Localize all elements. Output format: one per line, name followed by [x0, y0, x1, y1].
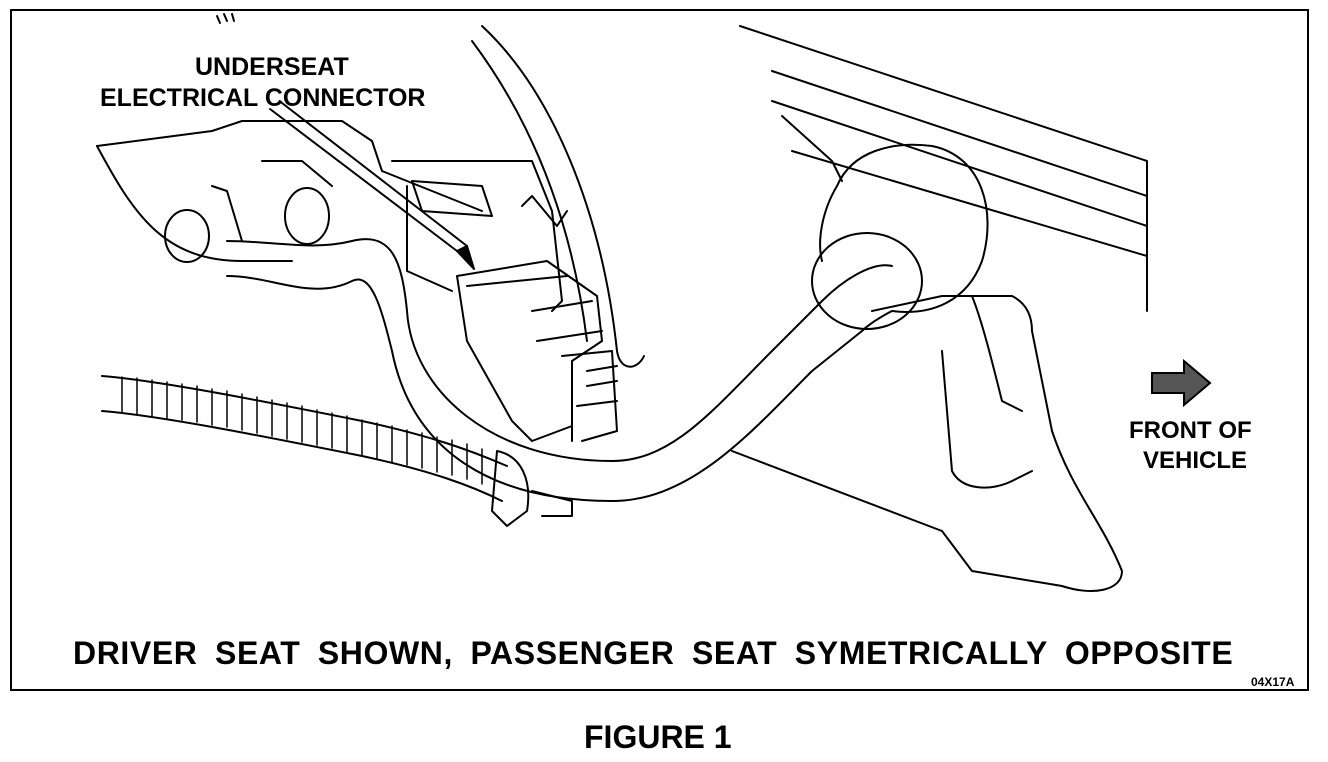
seat-underside-illustration [96, 13, 1212, 592]
drawing-code: 04X17A [1251, 675, 1295, 689]
callout-label-line-2: ELECTRICAL CONNECTOR [100, 84, 426, 112]
conduit-ribs [121, 376, 483, 485]
seat-frame-tube [226, 238, 893, 462]
callout-label-line-1: UNDERSEAT [195, 53, 349, 81]
figure-title: FIGURE 1 [584, 719, 732, 755]
electrical-connector [456, 260, 603, 442]
seat-lower-panel [731, 295, 1123, 592]
front-direction-arrow [1151, 358, 1212, 408]
callout-leader-line [269, 102, 468, 252]
conduit-clip [491, 450, 530, 527]
seat-track-rail [739, 25, 1148, 312]
seat-side-shell [481, 25, 645, 368]
tube-end-cap [811, 232, 923, 330]
bolt-head-left [164, 209, 210, 263]
direction-label-line-2: VEHICLE [1143, 447, 1248, 474]
connector-bracket [391, 160, 563, 312]
bolt-head-right [284, 187, 330, 245]
diagram-caption: DRIVER SEAT SHOWN, PASSENGER SEAT SYMETR… [73, 635, 1234, 671]
figure-frame: UNDERSEAT ELECTRICAL CONNECTOR FRONT OF … [10, 9, 1309, 691]
seat-bracket [96, 120, 483, 212]
direction-label-line-1: FRONT OF [1129, 417, 1252, 444]
wire-harness-conduit [101, 375, 508, 502]
